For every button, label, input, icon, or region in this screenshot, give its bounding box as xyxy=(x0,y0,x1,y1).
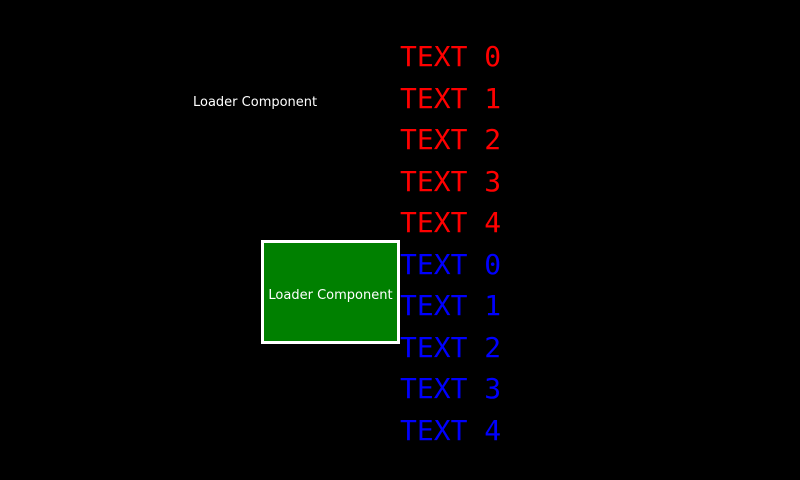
text-item-red-4: TEXT 4 xyxy=(400,206,502,239)
loader-component-box[interactable]: Loader Component xyxy=(261,240,400,344)
text-item-blue-2: TEXT 2 xyxy=(400,330,502,364)
loader-component-box-label: Loader Component xyxy=(268,288,393,303)
text-item-red-3: TEXT 3 xyxy=(400,164,502,198)
text-item-blue-4: TEXT 4 xyxy=(400,413,502,447)
loader-component-label: Loader Component xyxy=(193,95,318,110)
text-list: TEXT 0 TEXT 1 TEXT 2 TEXT 3 TEXT 4 TEXT … xyxy=(400,36,501,451)
text-item-blue-1: TEXT 1 xyxy=(400,289,502,322)
text-item-red-2: TEXT 2 xyxy=(400,123,502,156)
text-item-red-0: TEXT 0 xyxy=(400,40,502,73)
text-item-red-1: TEXT 1 xyxy=(400,81,502,115)
text-item-blue-0: TEXT 0 xyxy=(400,247,502,281)
text-item-blue-3: TEXT 3 xyxy=(400,372,502,405)
